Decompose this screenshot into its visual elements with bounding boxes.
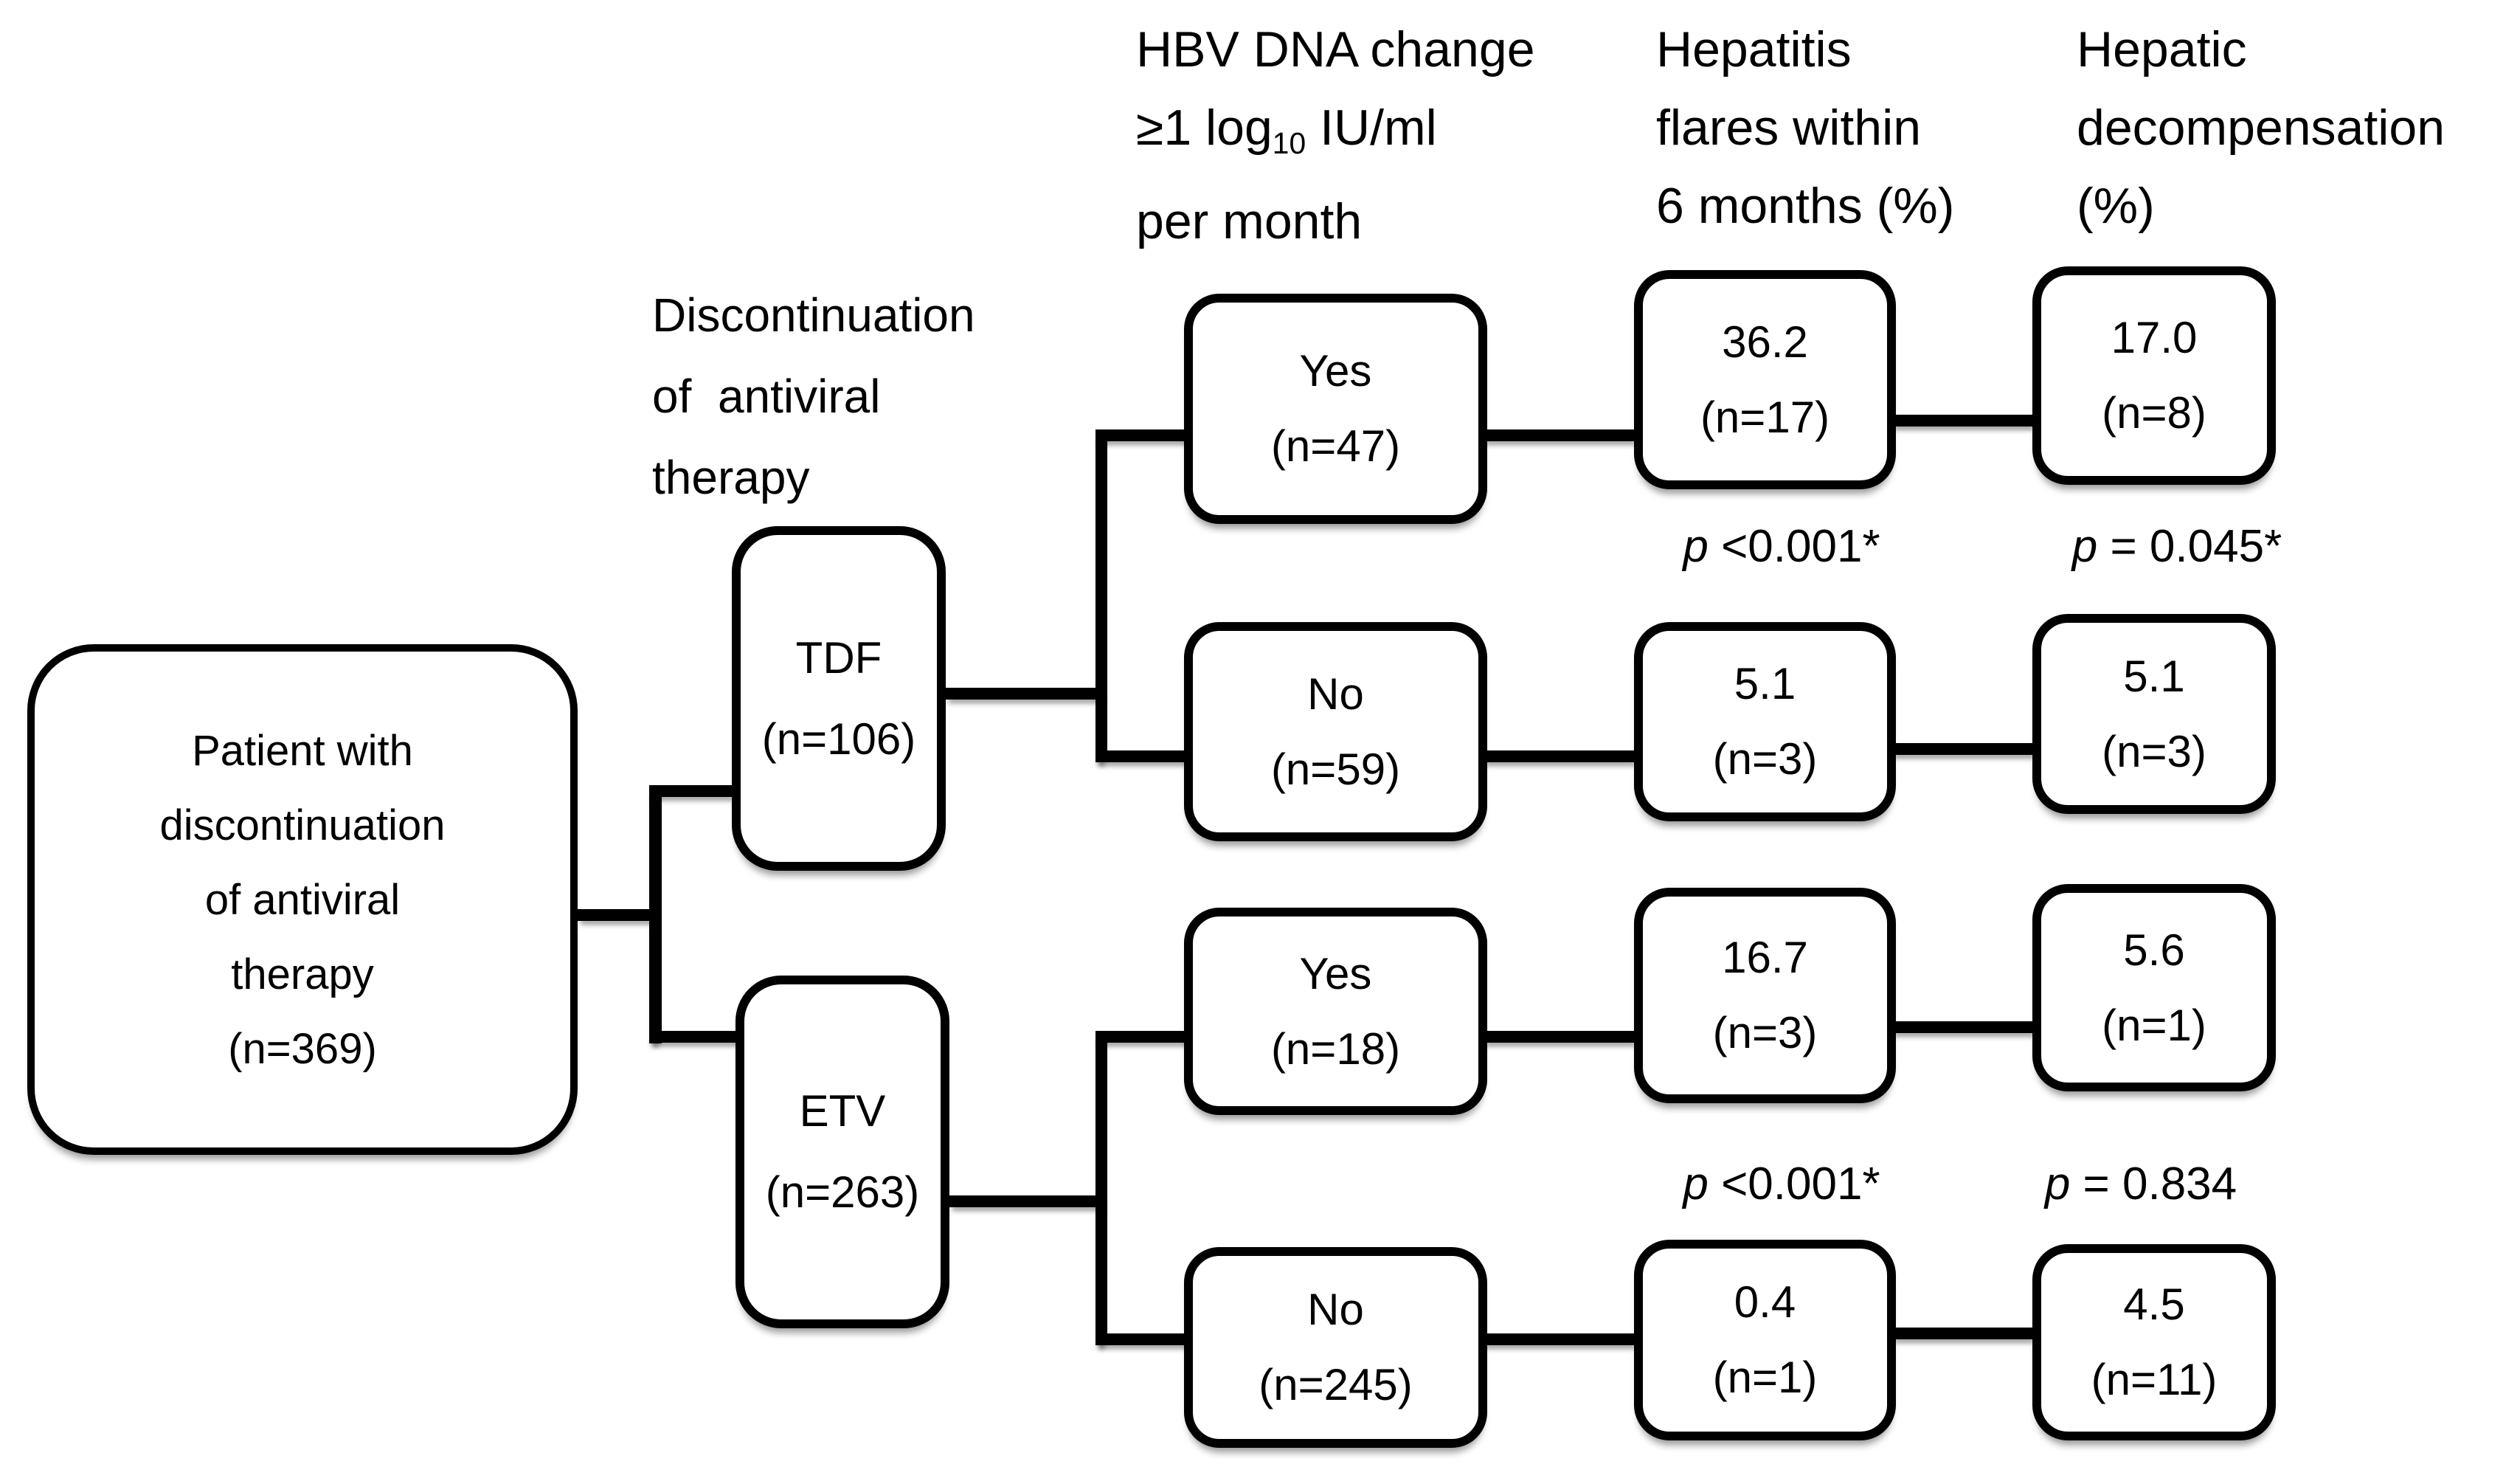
connector-tdf-stub — [946, 688, 1107, 700]
node-tdf-no-decomp-line2: (n=3) — [2102, 726, 2206, 776]
connector-root-to-etv — [649, 1031, 741, 1043]
node-etv-no: No (n=245) — [1184, 1247, 1487, 1448]
header-hbv-line1: HBV DNA change — [1136, 21, 1535, 77]
node-etv-yes-decomp-line2: (n=1) — [2102, 1000, 2206, 1050]
node-root-line2: discontinuation — [159, 801, 446, 849]
pvalue-tdf-decomp-symbol: p — [2071, 521, 2098, 572]
node-etv-yes-decomp: 5.6 (n=1) — [2032, 884, 2276, 1091]
header-decomp-line2: decompensation — [2077, 100, 2445, 156]
connector-etvyes-to-flares — [1483, 1031, 1638, 1043]
node-tdf-no: No (n=59) — [1184, 622, 1487, 841]
pvalue-etv-flares-value: <0.001* — [1708, 1159, 1880, 1209]
pvalue-etv-decomp: p = 0.834 — [2004, 1157, 2277, 1212]
node-etv-line2: (n=263) — [765, 1167, 920, 1217]
node-tdf-yes-line1: Yes — [1299, 346, 1372, 396]
header-flares-line1: Hepatitis — [1656, 21, 1852, 77]
connector-root-vertical — [649, 785, 662, 1043]
connector-root-stub — [578, 909, 655, 921]
node-tdf-no-line2: (n=59) — [1270, 744, 1401, 794]
column-header-hbv-dna-change: HBV DNA change ≥1 log10 IU/ml per month — [1136, 10, 1535, 260]
node-etv-yes-flares-line2: (n=3) — [1712, 1008, 1818, 1057]
node-tdf-line2: (n=106) — [761, 714, 916, 764]
node-tdf-yes-line2: (n=47) — [1270, 421, 1401, 471]
header-flares-line3: 6 months (%) — [1656, 178, 1955, 234]
node-tdf-no-flares-line2: (n=3) — [1712, 734, 1818, 784]
node-etv-no-line1: No — [1307, 1285, 1364, 1334]
node-etv-line1: ETV — [799, 1086, 886, 1136]
connector-etv-vertical — [1095, 1031, 1107, 1345]
pvalue-etv-decomp-value: = 0.834 — [2070, 1159, 2237, 1209]
node-tdf-yes-decomp: 17.0 (n=8) — [2032, 266, 2276, 485]
node-tdf: TDF (n=106) — [732, 526, 946, 871]
header-hbv-line3: per month — [1136, 193, 1363, 250]
node-etv-no-flares-line2: (n=1) — [1712, 1353, 1818, 1402]
branch-label-line2: of antiviral — [652, 370, 881, 423]
node-etv-yes-line1: Yes — [1299, 948, 1372, 998]
header-hbv-line2-text: ≥1 log — [1136, 100, 1273, 156]
header-decomp-line1: Hepatic — [2077, 21, 2247, 77]
header-hbv-line2: ≥1 log10 IU/ml — [1136, 89, 1535, 182]
header-decomp-line3: (%) — [2077, 178, 2155, 234]
connector-root-to-tdf — [649, 785, 736, 797]
connector-etvno-flares-to-decomp — [1891, 1328, 2037, 1339]
node-etv-no-flares: 0.4 (n=1) — [1634, 1240, 1896, 1440]
node-tdf-yes-flares-line1: 36.2 — [1722, 317, 1808, 367]
node-tdf-yes-decomp-line2: (n=8) — [2102, 388, 2206, 438]
pvalue-tdf-decomp-value: = 0.045* — [2097, 521, 2282, 572]
pvalue-tdf-flares-value: <0.001* — [1708, 521, 1880, 572]
node-root-line4: therapy — [231, 950, 374, 998]
header-flares-line2: flares within — [1656, 100, 1922, 156]
connector-tdfyes-flares-to-decomp — [1891, 415, 2037, 427]
node-tdf-yes: Yes (n=47) — [1184, 294, 1487, 524]
node-tdf-yes-decomp-line1: 17.0 — [2111, 313, 2198, 362]
node-root-patients: Patient with discontinuation of antivira… — [27, 644, 578, 1155]
connector-etv-stub — [949, 1195, 1107, 1207]
node-tdf-yes-flares: 36.2 (n=17) — [1634, 270, 1896, 489]
connector-tdfno-flares-to-decomp — [1891, 743, 2037, 755]
node-etv-no-line2: (n=245) — [1259, 1360, 1413, 1409]
connector-tdf-vertical — [1095, 429, 1107, 762]
pvalue-etv-decomp-symbol: p — [2044, 1159, 2071, 1209]
node-etv-no-decomp: 4.5 (n=11) — [2032, 1244, 2276, 1440]
node-root-line5: (n=369) — [228, 1024, 377, 1073]
node-etv-yes: Yes (n=18) — [1184, 908, 1487, 1115]
pvalue-etv-flares: p <0.001* — [1645, 1157, 1918, 1212]
node-tdf-no-decomp: 5.1 (n=3) — [2032, 614, 2276, 814]
connector-etvno-to-flares — [1483, 1333, 1638, 1345]
pvalue-tdf-flares-symbol: p — [1683, 521, 1709, 572]
connector-tdf-to-no — [1095, 750, 1195, 762]
node-tdf-no-flares: 5.1 (n=3) — [1634, 622, 1896, 821]
node-tdf-line1: TDF — [795, 632, 882, 683]
connector-etvyes-flares-to-decomp — [1891, 1021, 2037, 1033]
pvalue-tdf-flares: p <0.001* — [1645, 520, 1918, 574]
node-etv-yes-flares-line1: 16.7 — [1722, 933, 1808, 982]
node-etv-no-decomp-line1: 4.5 — [2123, 1280, 2185, 1329]
header-hbv-line2-units: IU/ml — [1306, 100, 1437, 156]
column-header-hepatic-decompensation: Hepatic decompensation (%) — [2077, 10, 2445, 245]
node-tdf-no-line1: No — [1307, 669, 1364, 719]
node-tdf-no-flares-line1: 5.1 — [1734, 659, 1796, 708]
node-root-line3: of antiviral — [204, 875, 401, 924]
branch-label-line3: therapy — [652, 451, 810, 504]
branch-label-line1: Discontinuation — [652, 289, 975, 342]
node-etv-no-flares-line1: 0.4 — [1734, 1277, 1796, 1327]
node-etv-yes-flares: 16.7 (n=3) — [1634, 888, 1896, 1103]
node-etv-yes-decomp-line1: 5.6 — [2123, 925, 2185, 975]
node-tdf-yes-flares-line2: (n=17) — [1700, 392, 1830, 442]
connector-tdfyes-to-flares — [1483, 429, 1638, 441]
node-tdf-no-decomp-line1: 5.1 — [2123, 651, 2185, 701]
pvalue-etv-flares-symbol: p — [1683, 1159, 1709, 1209]
column-header-hepatitis-flares: Hepatitis flares within 6 months (%) — [1656, 10, 1954, 245]
node-root-line1: Patient with — [192, 726, 413, 775]
connector-tdfno-to-flares — [1483, 750, 1638, 762]
node-etv-yes-line2: (n=18) — [1270, 1024, 1401, 1074]
node-etv-no-decomp-line2: (n=11) — [2091, 1355, 2218, 1404]
branch-label-discontinuation: Discontinuation of antiviral therapy — [652, 275, 975, 518]
connector-tdf-to-yes — [1095, 429, 1195, 441]
node-etv: ETV (n=263) — [735, 976, 949, 1328]
connector-etv-to-yes — [1095, 1031, 1195, 1043]
header-hbv-log-subscript: 10 — [1272, 126, 1306, 161]
pvalue-tdf-decomp: p = 0.045* — [2040, 520, 2313, 574]
connector-etv-to-no — [1095, 1333, 1195, 1345]
